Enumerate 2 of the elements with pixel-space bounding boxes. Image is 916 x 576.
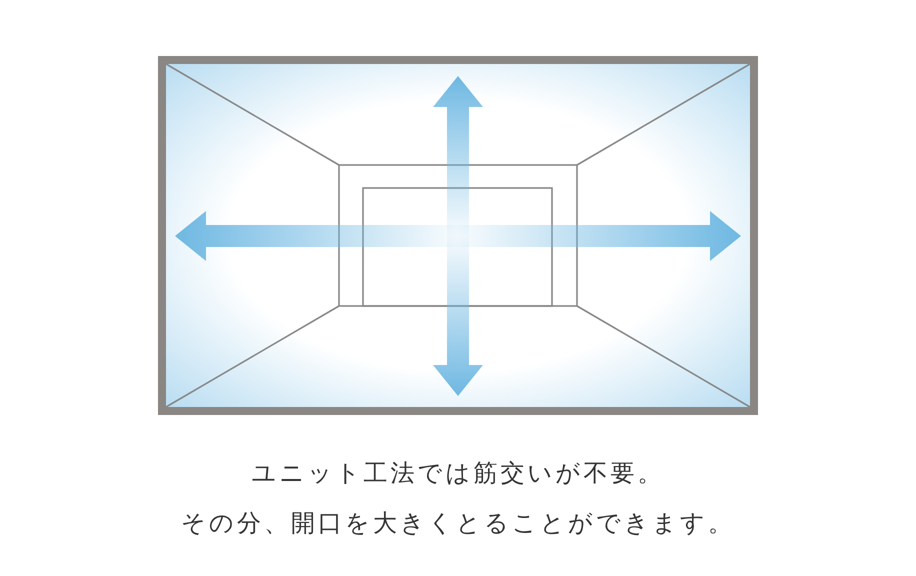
caption-text: その分、開口を大きくとることができます。 — [181, 508, 735, 538]
caption-text: ユニット工法では筋交いが不要。 — [252, 458, 664, 488]
